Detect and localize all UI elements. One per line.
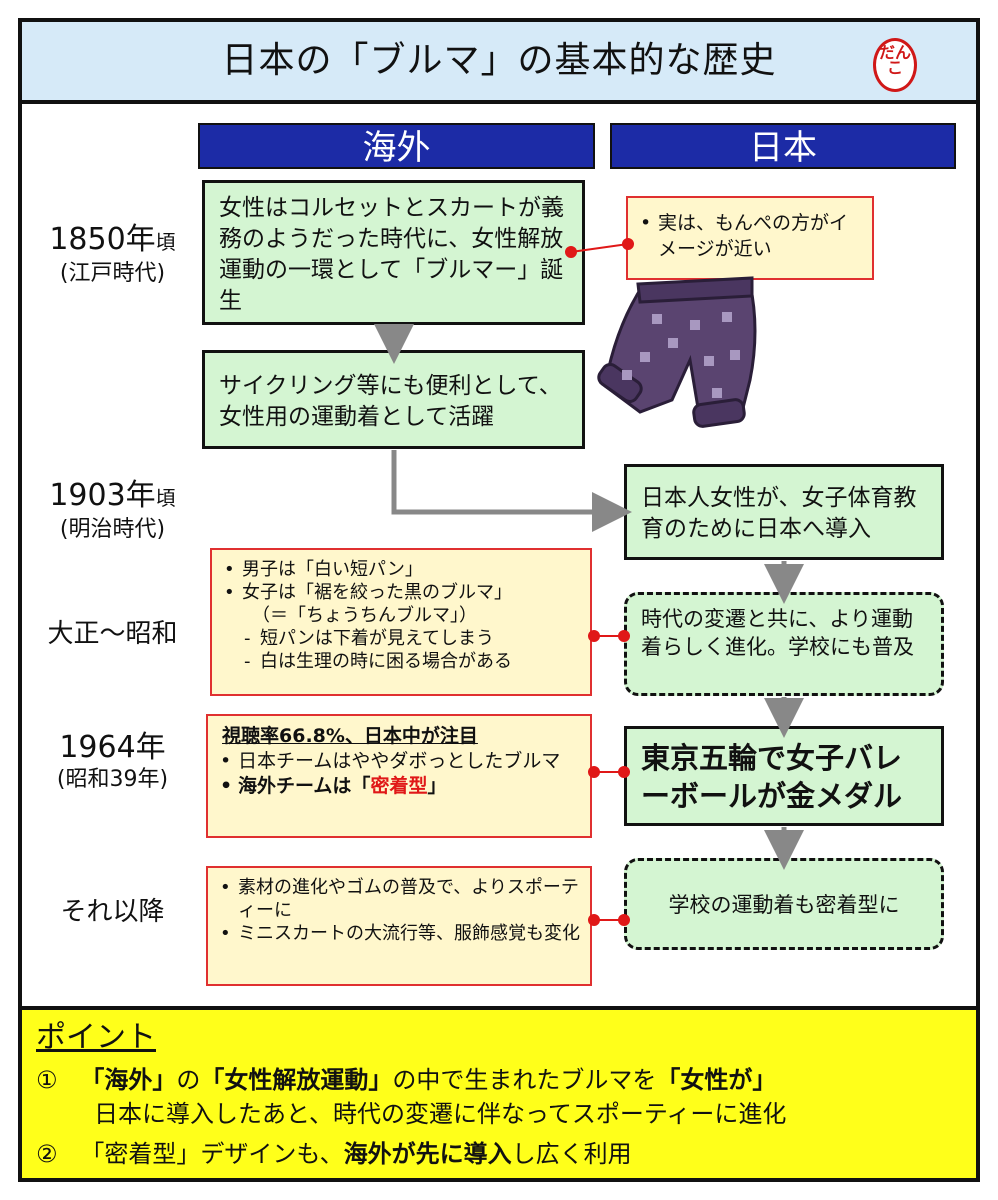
note-taisho: 男子は「白い短パン」 女子は「裾を絞った黒のブルマ」 （＝「ちょうちんブルマ」）… <box>210 548 592 696</box>
overseas-box-cycling: サイクリング等にも便利として、女性用の運動着として活躍 <box>202 350 585 449</box>
title-bar: 日本の「ブルマ」の基本的な歴史 <box>22 22 976 104</box>
era-later: それ以降 <box>60 897 165 927</box>
point-title: ポイント <box>36 1020 156 1055</box>
point-line-2: 日本に導入したあと、時代の変遷に伴なってスポーティーに進化 <box>94 1100 787 1128</box>
point-line-1: ① 「海外」の「女性解放運動」の中で生まれたブルマを「女性が」 <box>36 1066 777 1094</box>
header-overseas: 海外 <box>198 123 595 169</box>
note-later: 素材の進化やゴムの普及で、よりスポーティーに ミニスカートの大流行等、服飾感覚も… <box>206 866 592 986</box>
japan-box-fitted: 学校の運動着も密着型に <box>624 858 944 950</box>
stamp-seal: だんこ <box>873 38 917 92</box>
monpe-pants-icon <box>597 276 757 428</box>
japan-box-olympics: 東京五輪で女子バレーボールが金メダル <box>624 726 944 826</box>
era-1850: 1850年頃 (江戸時代) <box>49 222 176 286</box>
point-section: ポイント ① 「海外」の「女性解放運動」の中で生まれたブルマを「女性が」 日本に… <box>22 1006 976 1178</box>
arrow-cycling-to-japan <box>391 450 632 532</box>
header-japan: 日本 <box>610 123 956 169</box>
point-line-3: ② 「密着型」デザインも、海外が先に導入し広く利用 <box>36 1140 632 1168</box>
note-monpe: 実は、もんぺの方がイメージが近い <box>626 196 874 280</box>
japan-box-evolution: 時代の変遷と共に、より運動着らしく進化。学校にも普及 <box>624 592 944 696</box>
japan-box-introduction: 日本人女性が、女子体育教育のために日本へ導入 <box>624 464 944 560</box>
overseas-box-birth: 女性はコルセットとスカートが義務のようだった時代に、女性解放運動の一環として「ブ… <box>202 180 585 325</box>
page-title: 日本の「ブルマ」の基本的な歴史 <box>221 40 777 81</box>
diagram-frame <box>18 18 980 1182</box>
era-1964: 1964年 (昭和39年) <box>56 730 169 792</box>
note-1964: 視聴率66.8%、日本中が注目 日本チームはややダボっとしたブルマ 海外チームは… <box>206 714 592 838</box>
era-1903: 1903年頃 (明治時代) <box>49 478 176 542</box>
era-taisho-showa: 大正〜昭和 <box>47 619 178 649</box>
red-connectors <box>565 238 634 926</box>
